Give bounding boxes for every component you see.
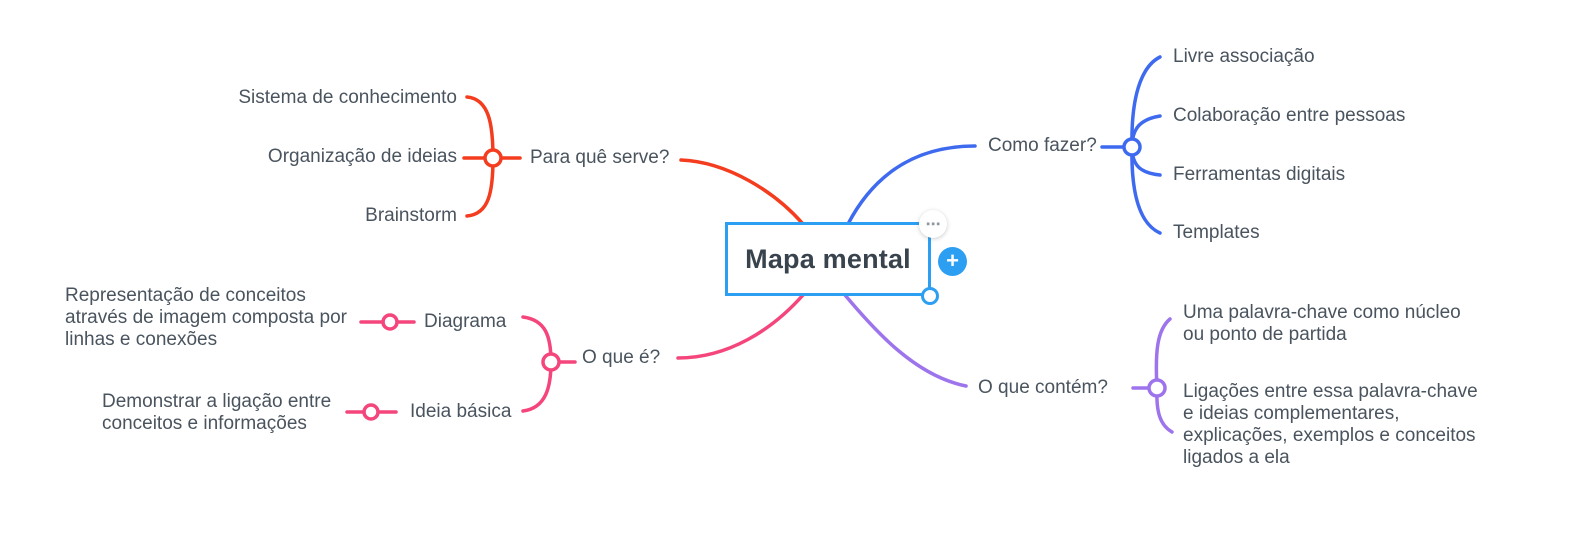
branch-hub[interactable]	[1147, 378, 1167, 398]
branch-child-curve	[1130, 55, 1162, 149]
branch-child-curve	[1154, 317, 1172, 390]
branch-hub[interactable]	[541, 352, 561, 372]
note-ideia-basica[interactable]: Demonstrar a ligação entre conceitos e i…	[102, 391, 332, 434]
branch-root-connector	[679, 158, 805, 226]
topic-o-que-contem[interactable]: O que contém?	[978, 377, 1108, 398]
note-diagrama[interactable]: Representação de conceitos através de im…	[65, 285, 347, 350]
topic-brainstorm[interactable]: Brainstorm	[365, 205, 457, 226]
topic-livre-associacao[interactable]: Livre associação	[1173, 46, 1315, 67]
topic-ligacoes[interactable]: Ligações entre essa palavra-chave e idei…	[1183, 381, 1478, 468]
root-node-title: Mapa mental	[745, 243, 911, 274]
topic-palavra-chave[interactable]: Uma palavra-chave como núcleo ou ponto d…	[1183, 302, 1461, 345]
subtopic-hub[interactable]	[362, 403, 380, 421]
plus-icon: +	[946, 247, 959, 273]
topic-para-que-serve[interactable]: Para quê serve?	[530, 147, 670, 168]
subtopic-hub[interactable]	[381, 313, 399, 331]
add-topic-button[interactable]: +	[938, 247, 967, 276]
topic-colaboracao-entre-pessoas[interactable]: Colaboração entre pessoas	[1173, 105, 1406, 126]
more-options-icon: ⋯	[925, 216, 941, 233]
branch-hub[interactable]	[483, 148, 503, 168]
branch-hub[interactable]	[1122, 137, 1142, 157]
more-options-button[interactable]: ⋯	[919, 210, 947, 238]
topic-como-fazer[interactable]: Como fazer?	[988, 135, 1097, 156]
topic-ferramentas-digitais[interactable]: Ferramentas digitais	[1173, 164, 1346, 185]
branch-child-curve	[465, 95, 495, 160]
branch-root-connector	[846, 144, 977, 226]
branch-child-curve	[1130, 145, 1162, 235]
node-resize-handle[interactable]	[921, 287, 939, 305]
root-node[interactable]: Mapa mental	[725, 222, 931, 296]
topic-templates[interactable]: Templates	[1173, 222, 1260, 243]
topic-sistema-de-conhecimento[interactable]: Sistema de conhecimento	[238, 87, 457, 108]
topic-o-que-e[interactable]: O que é?	[582, 347, 661, 368]
topic-organizacao-de-ideias[interactable]: Organização de ideias	[267, 146, 457, 167]
topic-diagrama[interactable]: Diagrama	[424, 311, 507, 332]
branch-root-connector	[843, 293, 968, 388]
topic-ideia-basica[interactable]: Ideia básica	[410, 401, 512, 422]
branch-root-connector	[676, 293, 805, 360]
